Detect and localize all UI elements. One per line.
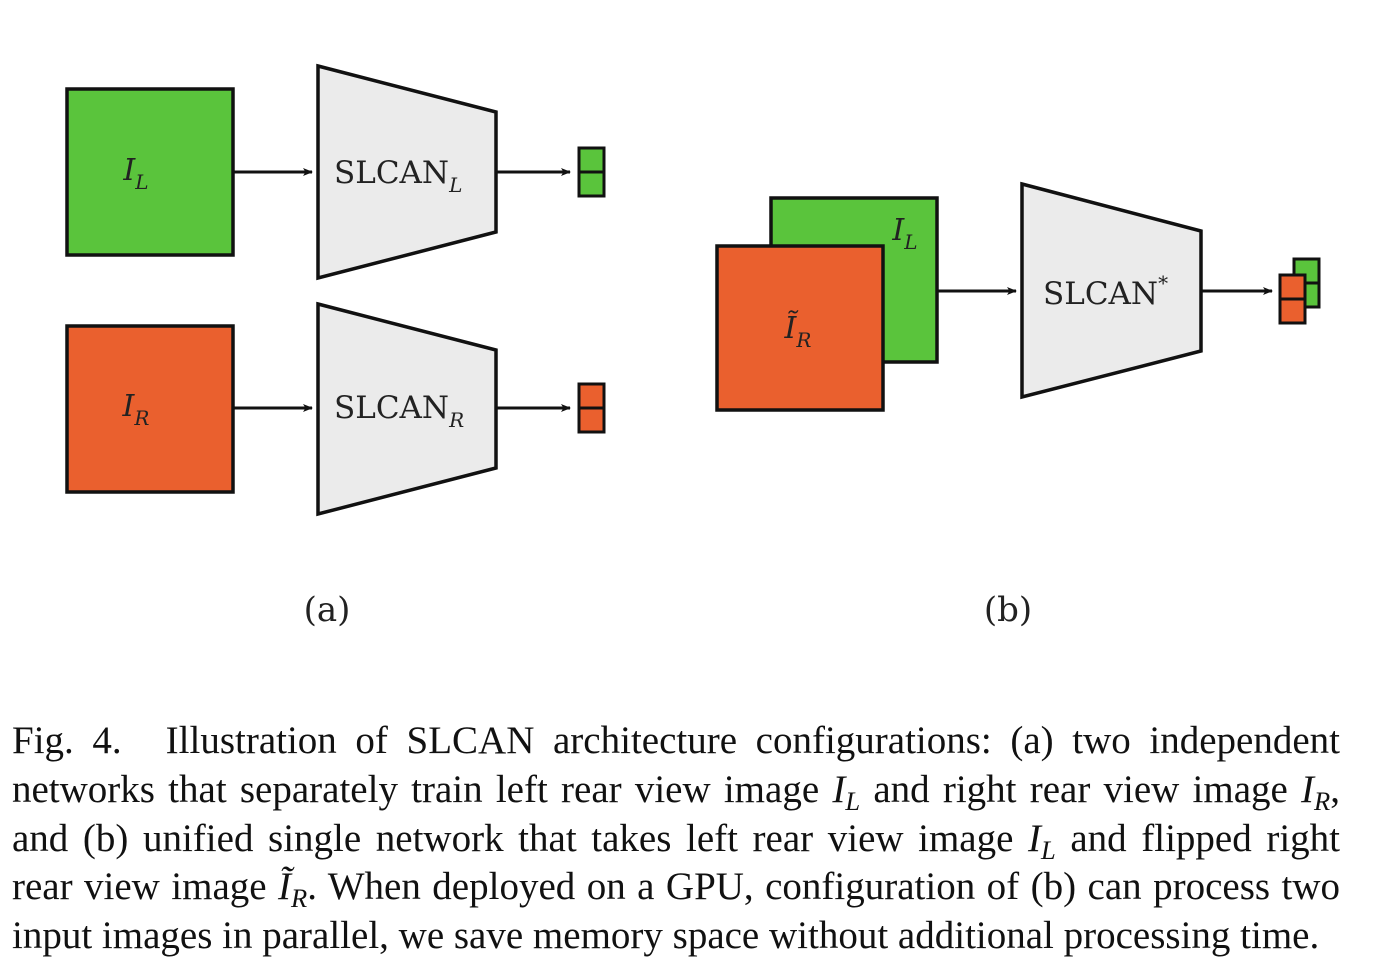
caption-label: Fig. 4. xyxy=(12,719,122,762)
stacked-flipped-right-image-label: ĨR xyxy=(784,310,812,352)
stacked-flipped-right-image: ĨR xyxy=(715,244,885,412)
panel-b-label: (b) xyxy=(984,590,1032,630)
caption-text-2: and right rear view image xyxy=(860,767,1302,811)
left-network-block: SLCANL xyxy=(316,63,498,281)
caption-text-3: , and (b) unified single network that ta… xyxy=(12,767,1340,860)
caption-text-4: and flipped right rear view image xyxy=(12,816,1340,909)
left-output-vector xyxy=(577,146,606,198)
caption-symbol-il-1: IL xyxy=(832,767,861,816)
caption-symbol-ir: IR xyxy=(1301,767,1331,816)
right-network-block: SLCANR xyxy=(316,301,498,517)
caption-symbol-ir-tilde: ĨR xyxy=(278,865,308,914)
caption-text-5: . When deployed on a GPU, configuration … xyxy=(12,865,1340,958)
caption-text-1: Illustration of SLCAN architecture confi… xyxy=(12,719,1341,811)
left-network-label: SLCANL xyxy=(334,155,462,197)
figure-caption: Fig. 4.Illustration of SLCAN architectur… xyxy=(12,717,1340,961)
right-image-label: IR xyxy=(122,389,150,430)
stacked-output-vectors xyxy=(1278,257,1321,325)
stacked-left-image-label: IL xyxy=(891,213,917,254)
left-image-input: IL xyxy=(65,87,235,257)
unified-network-block: SLCAN* xyxy=(1020,181,1203,400)
architecture-figure: IL SLCANL IR SLCA xyxy=(65,63,1321,630)
unified-network-label: SLCAN* xyxy=(1043,271,1168,312)
panel-a: IL SLCANL IR SLCA xyxy=(65,63,606,630)
caption-symbol-il-2: IL xyxy=(1028,816,1056,865)
panel-a-label: (a) xyxy=(304,590,351,630)
right-output-vector xyxy=(577,382,606,434)
right-network-label: SLCANR xyxy=(334,390,464,432)
panel-b: IL ĨR SLCAN* (b) xyxy=(715,181,1321,630)
right-image-input: IR xyxy=(65,324,235,494)
left-image-label: IL xyxy=(122,153,148,194)
